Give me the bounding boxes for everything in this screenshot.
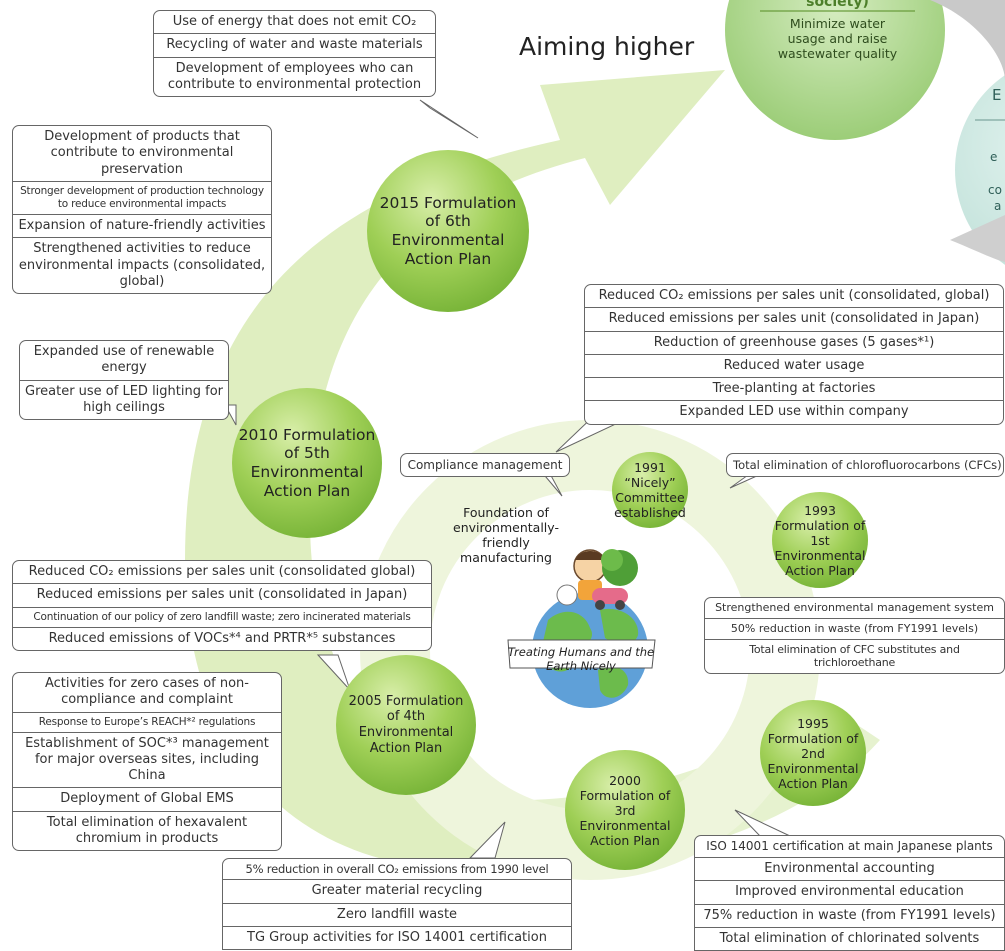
callout-row: Stronger development of production techn… bbox=[13, 182, 271, 215]
callout-row: Environmental accounting bbox=[695, 858, 1004, 882]
nicely-committee-label: 1991 “Nicely” Committee established bbox=[614, 460, 686, 520]
compliance-callout: Compliance management bbox=[400, 453, 570, 477]
callout-row: Improved environmental education bbox=[695, 881, 1004, 905]
callout-2015: Development of products that contribute … bbox=[12, 125, 272, 294]
right-circle-letter: E bbox=[992, 86, 1002, 104]
callout-row: Continuation of our policy of zero landf… bbox=[13, 608, 431, 628]
aiming-higher-heading: Aiming higher bbox=[519, 32, 695, 61]
top-goal-circle bbox=[725, 0, 945, 140]
callout-row: Expanded use of renewable energy bbox=[20, 341, 228, 381]
callout-row: Total elimination of CFC substitutes and… bbox=[749, 642, 960, 670]
callout-row: Reduction of greenhouse gases (5 gases*¹… bbox=[585, 332, 1003, 355]
callout-row: Expansion of nature-friendly activities bbox=[13, 215, 271, 239]
plan-1995-label: 1995 Formulation of 2nd Environmental Ac… bbox=[767, 715, 859, 791]
plan-2000-label: 2000 Formulation of 3rd Environmental Ac… bbox=[579, 772, 671, 848]
plan-2005-label: 2005 Formulation of 4th Environmental Ac… bbox=[348, 693, 464, 756]
callout-aiming-higher: Use of energy that does not emit CO₂ Rec… bbox=[153, 10, 436, 97]
right-circle-line-2: co bbox=[988, 183, 1002, 197]
callout-2005-a: Reduced CO₂ emissions per sales unit (co… bbox=[12, 560, 432, 651]
callout-row: Establishment of SOC*³ management for ma… bbox=[13, 733, 281, 789]
callout-row: 50% reduction in waste (from FY1991 leve… bbox=[705, 619, 1004, 640]
plan-2010-label: 2010 Formulation of 5th Environmental Ac… bbox=[238, 425, 376, 500]
callout-row: 75% reduction in waste (from FY1991 leve… bbox=[695, 905, 1004, 928]
callout-row: Reduced emissions per sales unit (consol… bbox=[13, 584, 431, 608]
callout-row: Response to Europe’s REACH*² regulations bbox=[13, 713, 281, 733]
callout-row: Reduced emissions of VOCs*⁴ and PRTR*⁵ s… bbox=[48, 630, 396, 646]
callout-2010-right: Reduced CO₂ emissions per sales unit (co… bbox=[584, 284, 1004, 425]
plan-1993-label: 1993 Formulation of 1st Environmental Ac… bbox=[774, 502, 866, 578]
plan-circle-2005: 2005 Formulation of 4th Environmental Ac… bbox=[336, 655, 476, 795]
callout-row: Greater use of LED lighting for high cei… bbox=[25, 383, 223, 415]
callout-row: Reduced emissions per sales unit (consol… bbox=[585, 308, 1003, 332]
plan-circle-2015: 2015 Formulation of 6th Environmental Ac… bbox=[367, 150, 529, 312]
plan-circle-2010: 2010 Formulation of 5th Environmental Ac… bbox=[232, 388, 382, 538]
plan-circle-1995: 1995 Formulation of 2nd Environmental Ac… bbox=[760, 700, 866, 806]
plan-circle-2000: 2000 Formulation of 3rd Environmental Ac… bbox=[565, 750, 685, 870]
top-circle-text: Minimize water usage and raise wastewate… bbox=[777, 16, 898, 61]
callout-row: Tree-planting at factories bbox=[585, 378, 1003, 402]
callout-row: Recycling of water and waste materials bbox=[154, 34, 435, 58]
callout-row: Use of energy that does not emit CO₂ bbox=[154, 11, 435, 35]
callout-row: Deployment of Global EMS bbox=[13, 788, 281, 812]
callout-row: Reduced water usage bbox=[585, 355, 1003, 378]
foundation-text: Foundation of environmentally-friendly m… bbox=[453, 505, 559, 565]
callout-row: ISO 14001 certification at main Japanese… bbox=[695, 836, 1004, 858]
callout-row: Activities for zero cases of non-complia… bbox=[13, 673, 281, 713]
plan-circle-1993: 1993 Formulation of 1st Environmental Ac… bbox=[772, 492, 868, 588]
callout-1993: Strengthened environmental management sy… bbox=[704, 597, 1005, 674]
callout-row: Greater material recycling bbox=[223, 880, 571, 904]
callout-row: Zero landfill waste bbox=[223, 904, 571, 927]
cfc-callout: Total elimination of chlorofluorocarbons… bbox=[726, 453, 1004, 477]
callout-row: Strengthened activities to reduce enviro… bbox=[18, 241, 266, 289]
callout-row: Expanded LED use within company bbox=[679, 404, 909, 420]
right-circle-line-3: a bbox=[994, 199, 1002, 213]
plan-2015-label: 2015 Formulation of 6th Environmental Ac… bbox=[379, 193, 517, 268]
earth-globe-illustration bbox=[532, 549, 648, 708]
callout-row: Reduced CO₂ emissions per sales unit (co… bbox=[13, 561, 431, 585]
callout-2005-b: Activities for zero cases of non-complia… bbox=[12, 672, 282, 852]
callout-row: Development of products that contribute … bbox=[13, 126, 271, 182]
motto-ribbon-text: Treating Humans and the Earth Nicely bbox=[507, 645, 655, 673]
callout-row: 5% reduction in overall CO₂ emissions fr… bbox=[223, 859, 571, 881]
right-goal-circle bbox=[955, 75, 1005, 265]
callout-row: TG Group activities for ISO 14001 certif… bbox=[247, 929, 547, 945]
callout-1995: ISO 14001 certification at main Japanese… bbox=[694, 835, 1005, 951]
nicely-committee-circle: 1991 “Nicely” Committee established bbox=[612, 452, 688, 528]
callout-row: Total elimination of hexavalent chromium… bbox=[46, 814, 248, 846]
callout-row: Total elimination of chlorinated solvent… bbox=[719, 930, 980, 946]
top-circle-title: society) bbox=[806, 0, 869, 10]
callout-2000: 5% reduction in overall CO₂ emissions fr… bbox=[222, 858, 572, 951]
callout-row: Reduced CO₂ emissions per sales unit (co… bbox=[585, 285, 1003, 309]
callout-2010-left: Expanded use of renewable energy Greater… bbox=[19, 340, 229, 420]
outer-spiral-arrow bbox=[185, 70, 725, 870]
callout-row: Strengthened environmental management sy… bbox=[705, 598, 1004, 619]
callout-row: Development of employees who can contrib… bbox=[167, 60, 422, 92]
right-circle-line-1: e bbox=[990, 150, 998, 164]
